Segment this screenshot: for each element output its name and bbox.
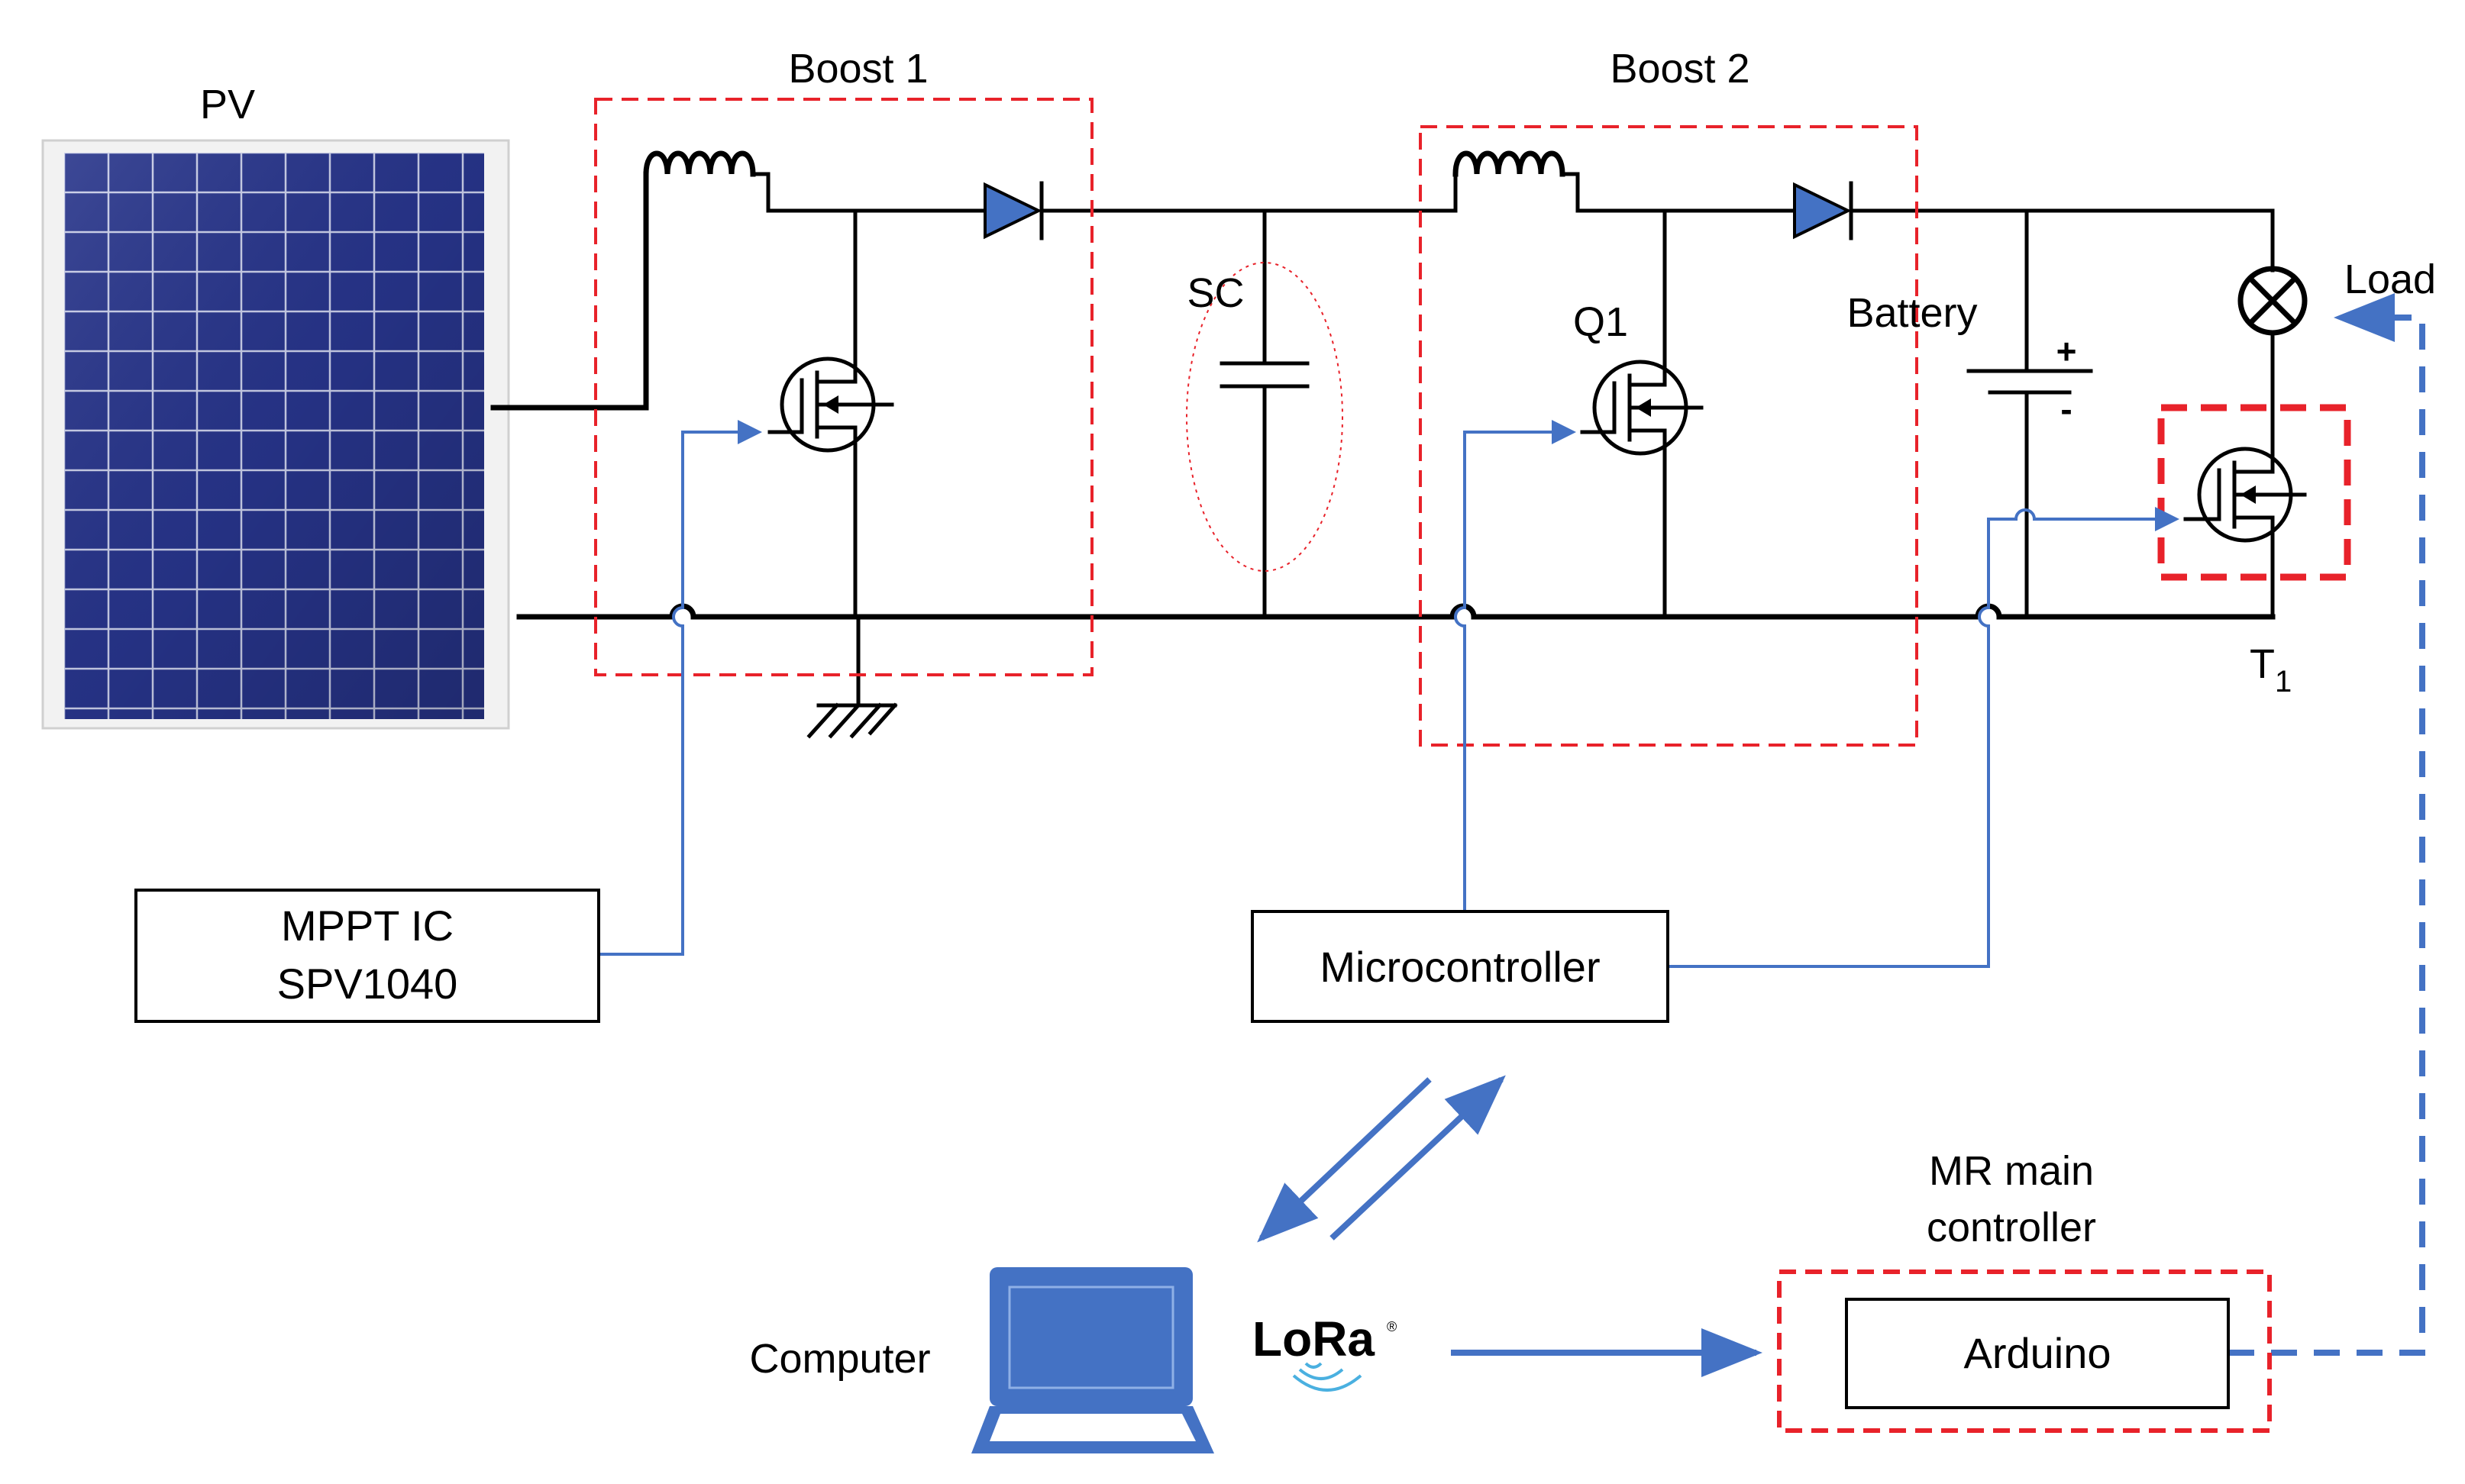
arduino-label: Arduino	[1963, 1329, 2111, 1377]
battery-plus-label: +	[2056, 331, 2077, 371]
diode-2	[1793, 182, 1852, 240]
battery-minus-label: -	[2060, 389, 2072, 429]
microcontroller-box: Microcontroller	[1251, 910, 1669, 1023]
mr-controller-line1: MR main	[1929, 1148, 2094, 1194]
mr-controller-line2: controller	[1927, 1205, 2096, 1250]
boost2-label: Boost 2	[1610, 46, 1749, 92]
mosfet-q1	[1580, 360, 1704, 456]
boost1-box	[594, 98, 1094, 676]
mosfet-boost1	[767, 356, 894, 453]
boost1-label: Boost 1	[788, 46, 928, 92]
mppt-ic-box: MPPT IC SPV1040	[134, 889, 600, 1023]
load-label: Load	[2344, 256, 2436, 302]
q1-label: Q1	[1573, 299, 1628, 345]
microcontroller-label: Microcontroller	[1320, 943, 1600, 991]
sc-highlight-ellipse	[1186, 262, 1343, 572]
boost2-box	[1419, 125, 1918, 747]
mosfet-t1	[2183, 447, 2307, 543]
mppt-line1: MPPT IC	[281, 902, 454, 950]
t1-label: T1	[2250, 641, 2292, 698]
control-signals	[599, 293, 2425, 1377]
pv-label: PV	[200, 82, 255, 127]
mppt-line2: SPV1040	[277, 960, 458, 1008]
svg-text:®: ®	[1387, 1319, 1397, 1334]
inductor-2	[1452, 150, 1565, 177]
computer-label: Computer	[749, 1336, 930, 1382]
load-lamp-icon	[2237, 266, 2308, 336]
lora-logo-text: LoRa	[1252, 1311, 1375, 1366]
diode-1	[984, 182, 1042, 240]
t1-box	[2157, 404, 2351, 581]
power-wiring	[490, 150, 2276, 739]
arduino-box: Arduino	[1845, 1298, 2230, 1409]
sc-label: SC	[1187, 270, 1244, 316]
computer-laptop-icon	[971, 1267, 1214, 1453]
pv-panel	[41, 139, 510, 730]
inductor-1	[643, 150, 756, 177]
battery-label: Battery	[1846, 290, 1977, 336]
mr-controller-box	[1777, 1269, 2272, 1433]
lora-logo-icon: LoRa ®	[1252, 1311, 1397, 1392]
